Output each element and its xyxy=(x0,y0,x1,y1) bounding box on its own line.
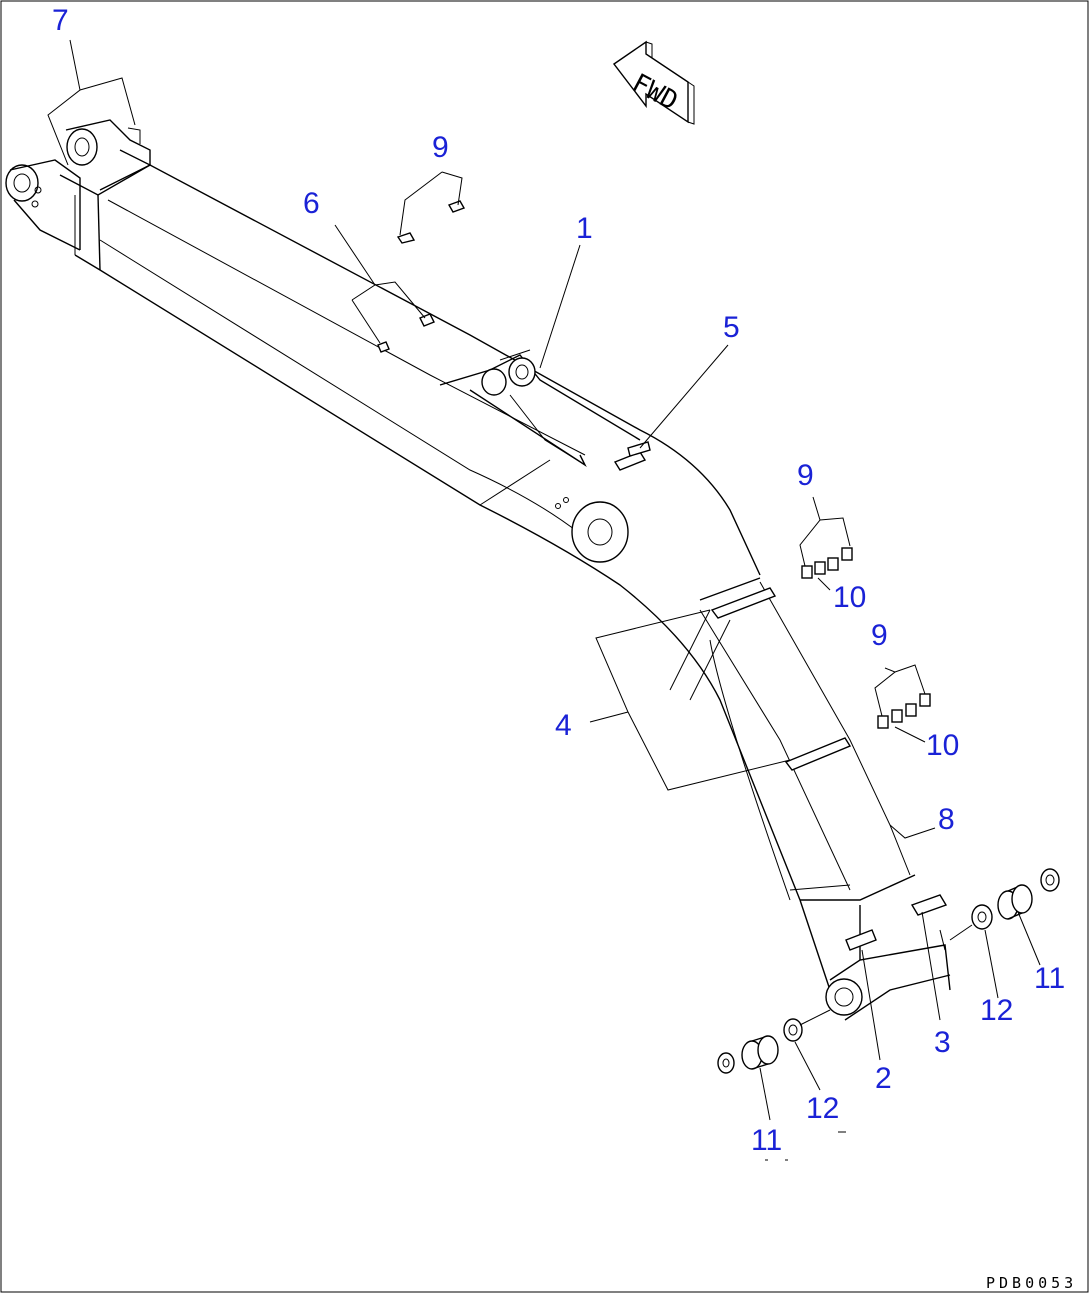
callout-5: 5 xyxy=(723,311,740,344)
callout-7: 7 xyxy=(52,4,69,37)
callout-9: 9 xyxy=(797,459,814,492)
callout-4: 4 xyxy=(555,709,572,742)
callout-10: 10 xyxy=(926,729,959,762)
callout-3: 3 xyxy=(934,1026,951,1059)
callout-9: 9 xyxy=(432,131,449,164)
callout-12: 12 xyxy=(980,994,1013,1027)
fwd-label: FWD xyxy=(627,68,683,117)
callout-9: 9 xyxy=(871,619,888,652)
callout-6: 6 xyxy=(303,187,320,220)
fwd-arrow: FWD xyxy=(612,40,695,125)
callout-12: 12 xyxy=(806,1092,839,1125)
callout-1: 1 xyxy=(576,212,593,245)
callout-8: 8 xyxy=(938,803,955,836)
fittings xyxy=(377,200,948,951)
boom-body xyxy=(5,119,951,1021)
leader-lines xyxy=(47,39,1041,1161)
callouts: 7 9 6 1 5 9 10 9 10 4 8 11 12 3 2 12 11 xyxy=(52,4,1065,1157)
callout-2: 2 xyxy=(875,1062,892,1095)
callout-11: 11 xyxy=(1034,962,1065,995)
drawing-code: PDB0053 xyxy=(986,1274,1077,1292)
pin-hardware xyxy=(717,868,1060,1074)
callout-11: 11 xyxy=(751,1124,782,1157)
callout-10: 10 xyxy=(833,581,866,614)
